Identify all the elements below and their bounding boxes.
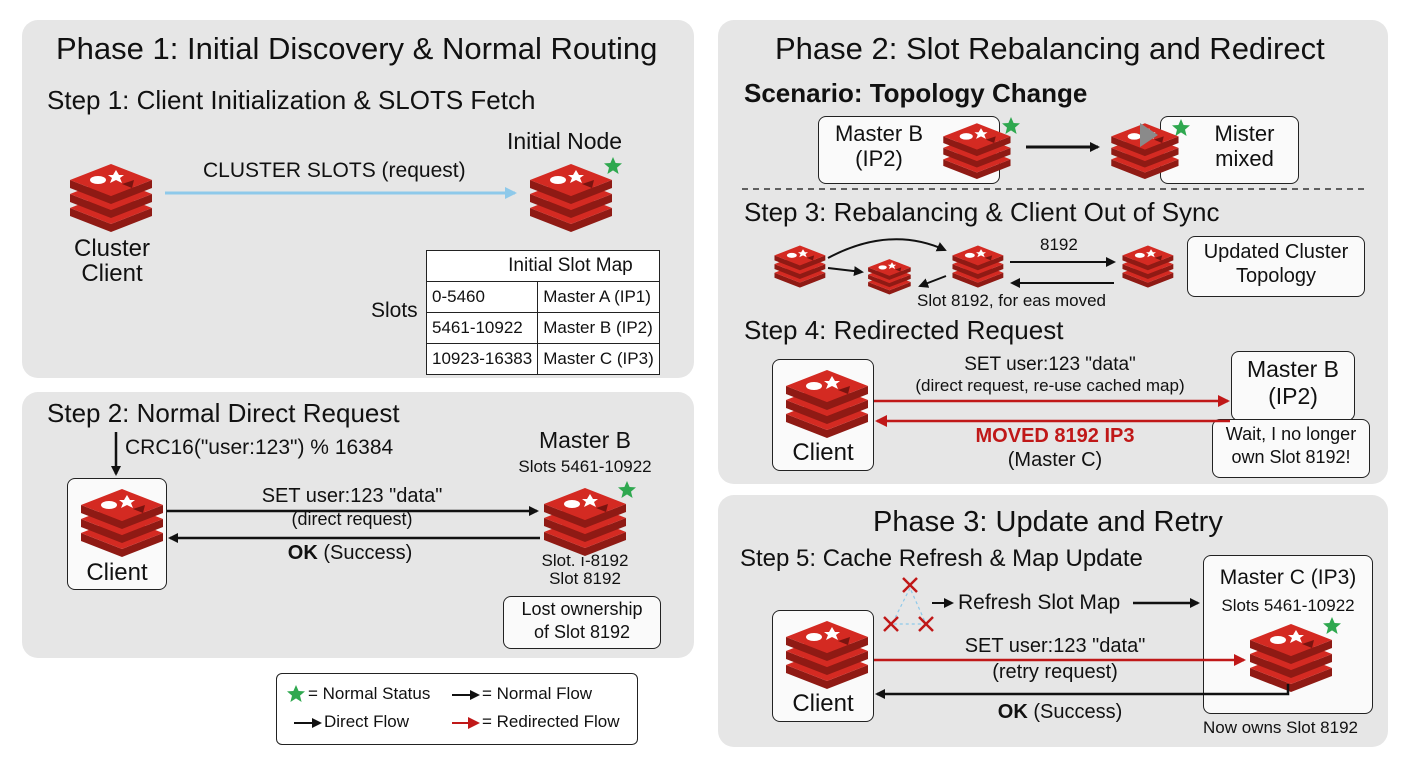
step2-client-redis-icon: [77, 485, 167, 562]
master-b-title: Master B: [538, 427, 632, 453]
retry-request-label: SET user:123 "data"(retry request): [964, 635, 1146, 683]
step2-response-label: OK (Success): [287, 542, 413, 564]
step1-title: Step 1: Client Initialization & SLOTS Fe…: [47, 85, 536, 115]
step3-node-a-redis-icon: [772, 243, 828, 291]
normal-status-star-icon: [1322, 616, 1342, 641]
phase3-title: Phase 3: Update and Retry: [873, 506, 1223, 538]
cluster-slots-request-label: CLUSTER SLOTS (request): [203, 159, 466, 182]
slots-side-label: Slots: [371, 299, 418, 322]
normal-status-star-icon: [1171, 118, 1191, 143]
step4-request-label: SET user:123 "data"(direct request, re-u…: [915, 354, 1185, 395]
step2-title: Step 2: Normal Direct Request: [47, 398, 400, 428]
crc16-hash-label: CRC16("user:123") % 16384: [125, 436, 394, 459]
legend-normal-status: = Normal Status: [308, 684, 431, 703]
legend-box: [276, 673, 638, 745]
phase2-title: Phase 2: Slot Rebalancing and Redirect: [775, 31, 1325, 66]
step4-client-redis-icon: [782, 366, 872, 443]
migration-arrow-icon: [1140, 123, 1158, 147]
slot-map-title: Initial Slot Map: [426, 250, 660, 282]
step2-request-label: SET user:123 "data"(direct request): [261, 485, 443, 529]
scenario-title: Scenario: Topology Change: [744, 78, 1088, 108]
step3-slot-number: 8192: [1040, 235, 1078, 254]
step3-node-b-redis-icon: [950, 243, 1006, 291]
legend-star-icon: [286, 684, 306, 709]
normal-status-star-icon: [617, 480, 637, 505]
step5-client-redis-icon: [782, 617, 872, 694]
master-b-slots: Slots 5461-10922: [518, 457, 652, 476]
step5-client-label: Client: [792, 690, 854, 717]
normal-status-star-icon: [1001, 116, 1021, 141]
step4-master-b-box: Master B(IP2): [1231, 351, 1355, 421]
master-c-redis-icon: [1246, 620, 1336, 697]
master-b-redis-icon: [540, 484, 630, 561]
step4-client-label: Client: [792, 439, 854, 466]
step4-title: Step 4: Redirected Request: [744, 315, 1064, 345]
step3-node-small-redis-icon: [866, 257, 913, 297]
initial-node-redis-icon: [526, 160, 616, 237]
master-c-title: Master C (IP3): [1219, 566, 1357, 589]
step3-moved-caption: Slot 8192, for eas moved: [917, 291, 1107, 310]
now-owns-slot-label: Now owns Slot 8192: [1203, 718, 1358, 737]
cluster-client-redis-icon: [66, 160, 156, 237]
legend-normal-flow: = Normal Flow: [482, 684, 593, 703]
refresh-slot-map-label: Refresh Slot Map: [958, 591, 1121, 614]
legend-direct-flow: Direct Flow: [324, 712, 410, 731]
normal-status-star-icon: [603, 156, 623, 181]
step3-title: Step 3: Rebalancing & Client Out of Sync: [744, 197, 1220, 227]
legend-redirected-flow: = Redirected Flow: [482, 712, 620, 731]
phase1-title: Phase 1: Initial Discovery & Normal Rout…: [56, 31, 658, 66]
initial-node-label: Initial Node: [507, 128, 623, 154]
moved-response-label: MOVED 8192 IP3(Master C): [975, 425, 1135, 471]
step5-title: Step 5: Cache Refresh & Map Update: [740, 545, 1143, 572]
scenario-master-b-redis-icon: [940, 120, 1014, 183]
master-c-slots: Slots 5461-10922: [1221, 596, 1355, 615]
step5-response-label: OK (Success): [997, 701, 1123, 723]
step3-node-c-redis-icon: [1120, 243, 1176, 291]
step2-client-label: Client: [86, 559, 148, 586]
